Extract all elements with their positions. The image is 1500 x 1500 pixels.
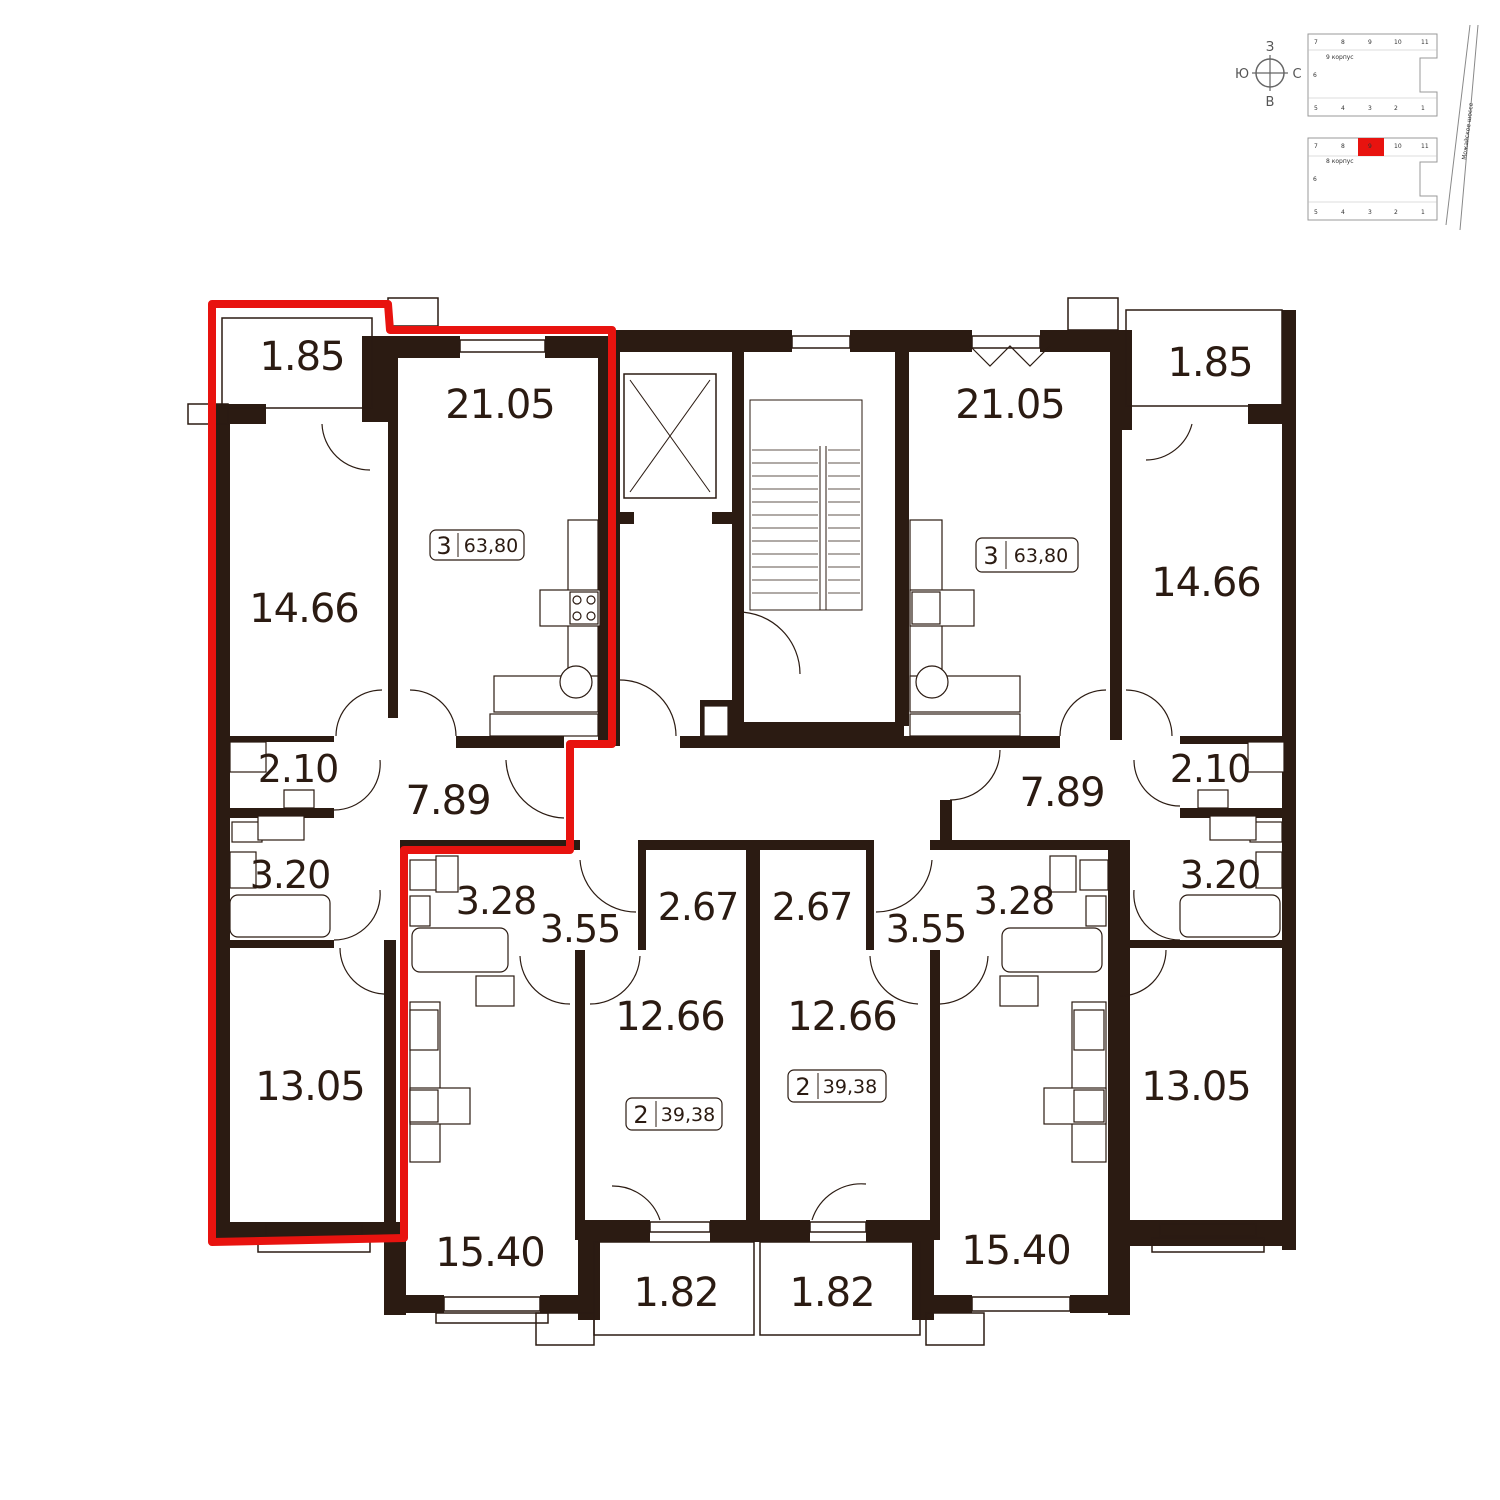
stairs [749,399,863,611]
compass: З В Ю С [1235,40,1302,110]
core [623,373,863,737]
block-top-cell: 8 [1341,39,1345,46]
block-bottom-title: 8 корпус [1326,158,1354,165]
room-area-c-r-store: 2.67 [772,885,853,929]
site-plan: Можайское шоссе 9 корпус 7 8 9 10 11 6 5… [1307,24,1479,231]
block-bottom-cell: 1 [1421,209,1425,216]
block-top-cell: 10 [1394,39,1402,46]
block-bottom-cell: 3 [1368,209,1372,216]
room-area-c-l-hall: 3.55 [540,907,621,951]
room-area-l-hall: 7.89 [405,778,490,824]
apartment-rooms: 2 [795,1073,810,1101]
block-top-cell: 6 [1313,72,1317,79]
room-area-r-balcony-top: 1.85 [1167,340,1252,386]
room-area-c-r-balcony: 1.82 [789,1270,874,1316]
room-area-r-hall: 7.89 [1019,770,1104,816]
room-area-c-l-store: 2.67 [658,885,739,929]
apartment-tag-left-2room[interactable]: 2 39,38 [625,1097,723,1131]
block-bottom-cell: 9 [1368,143,1372,150]
room-area-c-r-room: 12.66 [787,994,897,1040]
compass-south: В [1266,95,1275,110]
room-area-c-r-hall: 3.55 [886,907,967,951]
compass-west: Ю [1235,67,1249,82]
block-top-cell: 3 [1368,105,1372,112]
site-block-bottom: 8 корпус 7 8 9 10 11 6 5 4 3 2 1 [1307,137,1438,221]
room-area-c-l-bath: 3.28 [456,879,537,923]
block-top-cell: 4 [1341,105,1345,112]
apartment-area: 63,80 [1014,545,1068,567]
block-bottom-cell: 10 [1394,143,1402,150]
block-bottom-cell: 5 [1314,209,1318,216]
room-area-r-kitchen: 21.05 [955,382,1065,428]
room-area-l-wc: 2.10 [258,747,339,791]
room-area-l-bedroom: 14.66 [249,586,359,632]
highlighted-section [1358,138,1384,156]
windows [187,297,1283,1346]
walls [216,310,1296,1320]
room-area-r-bedroom: 14.66 [1151,560,1261,606]
apartment-tag-left-3room[interactable]: 3 63,80 [429,529,525,561]
apartment-area: 39,38 [823,1076,877,1098]
block-top-cell: 7 [1314,39,1318,46]
apartment-rooms: 3 [436,532,451,560]
room-area-l-bedroom2: 13.05 [255,1064,365,1110]
apartment-area: 63,80 [464,535,518,557]
room-area-c-l-kitchen: 15.40 [435,1230,545,1276]
room-area-r-bath: 3.20 [1180,853,1261,897]
room-area-l-kitchen: 21.05 [445,382,555,428]
block-top-cell: 2 [1394,105,1398,112]
apartment-rooms: 2 [633,1101,648,1129]
block-top-cell: 9 [1368,39,1372,46]
block-top-title: 9 корпус [1326,54,1354,61]
site-block-top: 9 корпус 7 8 9 10 11 6 5 4 3 2 1 [1307,33,1438,117]
room-area-r-bedroom2: 13.05 [1141,1064,1251,1110]
block-top-cell: 11 [1421,39,1429,46]
compass-north: З [1266,40,1274,55]
room-area-r-wc: 2.10 [1170,747,1251,791]
apartment-tag-right-3room[interactable]: 3 63,80 [975,537,1079,573]
block-bottom-cell: 11 [1421,143,1429,150]
block-bottom-cell: 6 [1313,176,1317,183]
elevator-shaft [623,373,717,499]
room-area-l-balcony-top: 1.85 [259,334,344,380]
apartment-tag-right-2room[interactable]: 2 39,38 [787,1069,887,1103]
block-bottom-cell: 2 [1394,209,1398,216]
fixtures [229,519,1285,1163]
apartment-rooms: 3 [983,542,998,570]
room-labels: 1.85 21.05 14.66 2.10 7.89 3.20 13.05 1.… [249,334,1262,1316]
block-top-cell: 1 [1421,105,1425,112]
room-area-c-r-bath: 3.28 [974,879,1055,923]
room-area-c-l-room: 12.66 [615,994,725,1040]
road-label: Можайское шоссе [1461,102,1475,160]
block-bottom-cell: 8 [1341,143,1345,150]
stair-steps [752,449,860,594]
room-area-c-l-balcony: 1.82 [633,1270,718,1316]
room-area-l-bath: 3.20 [250,853,331,897]
block-bottom-cell: 4 [1341,209,1345,216]
compass-east: С [1292,67,1301,82]
room-area-c-r-kitchen: 15.40 [961,1228,1071,1274]
doors [321,345,1193,1221]
block-bottom-cell: 7 [1314,143,1318,150]
selected-apartment-outline[interactable] [208,300,616,1246]
apartment-area: 39,38 [661,1104,715,1126]
block-top-cell: 5 [1314,105,1318,112]
